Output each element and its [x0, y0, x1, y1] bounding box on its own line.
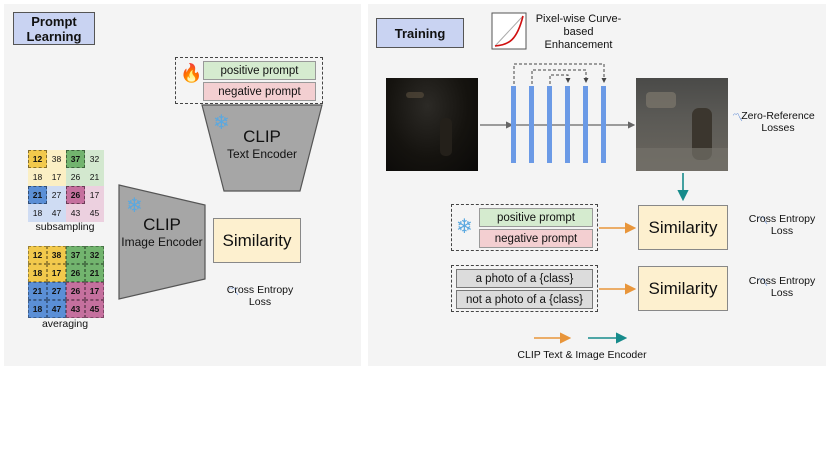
curve-enhancement-label: Pixel-wise Curve-based Enhancement	[535, 13, 622, 51]
grid-cell: 18	[28, 264, 47, 282]
text-encoder-shape	[201, 104, 323, 192]
grid-cell: 18	[28, 300, 47, 318]
similarity-box-top: Similarity	[638, 205, 728, 250]
grid-cell: 37	[66, 150, 85, 168]
grid-cell: 37	[66, 246, 85, 264]
grid-cell: 26	[66, 186, 85, 204]
negative-prompt-right: negative prompt	[479, 229, 593, 248]
subsampling-label: subsampling	[35, 221, 95, 233]
loss-curve-icon-3: 〽	[757, 215, 768, 227]
averaging-label: averaging	[41, 318, 89, 330]
grid-cell: 43	[66, 204, 85, 222]
class-prompts-box	[451, 265, 598, 312]
grid-cell: 26	[66, 168, 85, 186]
grid-cell: 32	[85, 246, 104, 264]
snowflake-icon: ❄	[213, 112, 230, 134]
training-title: Training	[376, 18, 464, 48]
grid-cell: 27	[47, 186, 66, 204]
legend-label: CLIP Text & Image Encoder	[517, 349, 647, 361]
similarity-box-left: Similarity	[213, 218, 301, 263]
grid-cell: 12	[28, 150, 47, 168]
grid-cell: 17	[85, 186, 104, 204]
enhancement-curve-icon	[491, 12, 527, 50]
text-encoder-sub: Text Encoder	[226, 147, 298, 161]
grid-cell: 21	[28, 186, 47, 204]
enhancement-network	[480, 63, 636, 163]
grid-cell: 32	[85, 150, 104, 168]
grid-cell: 12	[28, 246, 47, 264]
snowflake-icon-2: ❄	[126, 195, 143, 217]
low-light-input-image	[386, 78, 478, 171]
grid-cell: 17	[85, 282, 104, 300]
learnable-prompts-box	[175, 57, 323, 104]
net-layer-2	[529, 86, 534, 163]
image-encoder-name: CLIP	[143, 215, 181, 234]
image-encoder-sub: Image Encoder	[121, 235, 203, 249]
loss-curve-icon: 〽	[228, 286, 239, 298]
frozen-prompts-box	[451, 204, 598, 251]
grid-cell: 47	[47, 300, 66, 318]
net-layer-3	[547, 86, 552, 163]
loss-curve-icon-2: 〽	[732, 112, 743, 124]
net-layer-1	[511, 86, 516, 163]
grid-cell: 17	[47, 168, 66, 186]
net-layer-6	[601, 86, 606, 163]
grid-cell: 38	[47, 150, 66, 168]
photo-of-class-prompt: a photo of a {class}	[456, 269, 593, 288]
grid-cell: 18	[28, 168, 47, 186]
grid-cell: 45	[85, 204, 104, 222]
grid-cell: 26	[66, 264, 85, 282]
grid-cell: 47	[47, 204, 66, 222]
teal-arrow-down	[677, 173, 689, 202]
grid-cell: 38	[47, 246, 66, 264]
orange-arrows	[599, 222, 637, 295]
grid-cell: 17	[47, 264, 66, 282]
grid-cell: 18	[28, 204, 47, 222]
grid-cell: 27	[47, 282, 66, 300]
prompt-learning-title: Prompt Learning	[13, 12, 95, 45]
image-encoder-shape	[118, 184, 206, 300]
grid-cell: 21	[28, 282, 47, 300]
positive-prompt-right: positive prompt	[479, 208, 593, 227]
positive-prompt: positive prompt	[203, 61, 316, 80]
net-layer-5	[583, 86, 588, 163]
fire-icon: 🔥	[180, 63, 203, 83]
cross-entropy-loss-left: Cross Entropy Loss	[226, 284, 294, 308]
grid-cell: 45	[85, 300, 104, 318]
legend-arrows	[534, 332, 628, 344]
similarity-box-bottom: Similarity	[638, 266, 728, 311]
cross-entropy-loss-bottom: Cross Entropy Loss	[748, 275, 816, 299]
loss-curve-icon-4: 〽	[757, 277, 768, 289]
snowflake-icon-3: ❄	[456, 216, 473, 238]
zero-reference-losses: Zero-Reference Losses	[741, 110, 815, 134]
grid-cell: 26	[66, 282, 85, 300]
grid-cell: 21	[85, 264, 104, 282]
not-photo-of-class-prompt: not a photo of a {class}	[456, 290, 593, 309]
text-encoder-name: CLIP	[243, 127, 281, 146]
enhanced-output-image	[636, 78, 728, 171]
negative-prompt: negative prompt	[203, 82, 316, 101]
net-layer-4	[565, 86, 570, 163]
cross-entropy-loss-top: Cross Entropy Loss	[748, 213, 816, 237]
grid-cell: 43	[66, 300, 85, 318]
grid-cell: 21	[85, 168, 104, 186]
